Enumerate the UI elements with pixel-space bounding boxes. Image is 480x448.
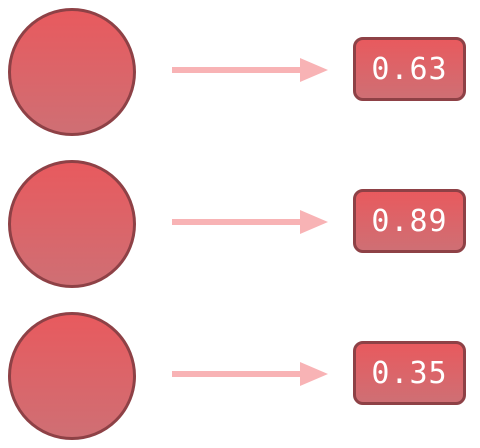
output-value-label: 0.35 — [371, 355, 448, 391]
diagram-row-2: 0.89 — [0, 160, 480, 292]
input-node-circle — [8, 160, 136, 288]
arrow-right-icon — [172, 210, 328, 234]
input-node-circle — [8, 8, 136, 136]
output-value-box: 0.35 — [353, 341, 466, 405]
output-value-box: 0.89 — [353, 189, 466, 253]
diagram-row-1: 0.63 — [0, 8, 480, 140]
input-node-circle — [8, 312, 136, 440]
output-value-box: 0.63 — [353, 37, 466, 101]
arrow-right-icon — [172, 58, 328, 82]
output-value-label: 0.63 — [371, 51, 448, 87]
output-value-label: 0.89 — [371, 203, 448, 239]
arrow-right-icon — [172, 362, 328, 386]
diagram-row-3: 0.35 — [0, 312, 480, 444]
